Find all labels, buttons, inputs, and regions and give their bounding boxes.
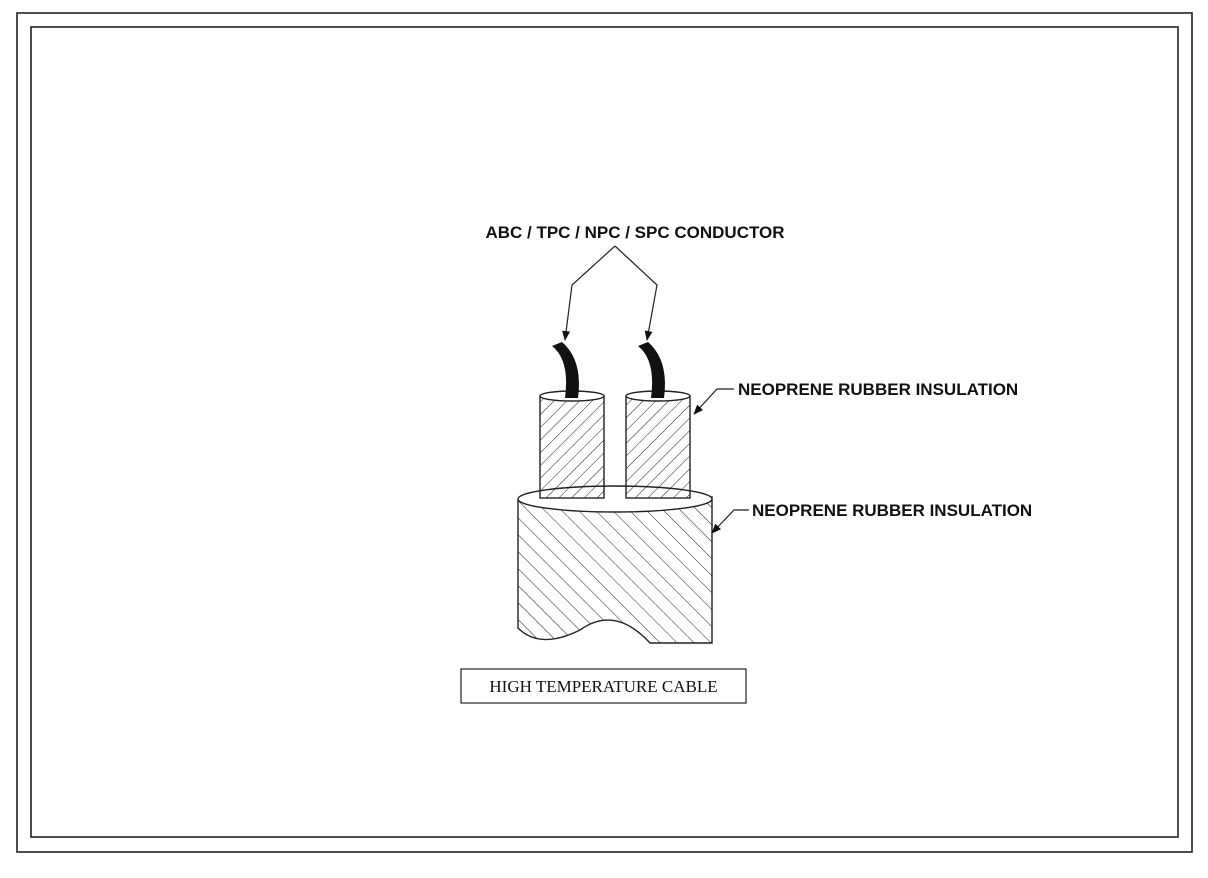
inner-insulation-leader: [693, 388, 734, 415]
outer-frame: [16, 12, 1193, 853]
left-insulated-core: [539, 390, 605, 499]
caption-box: HIGH TEMPERATURE CABLE: [460, 668, 747, 704]
conductor-leader: [562, 245, 658, 341]
outer-insulation-leader: [711, 509, 749, 534]
outer-insulation-label: NEOPRENE RUBBER INSULATION: [752, 501, 1032, 520]
inner-frame: [30, 26, 1179, 838]
caption-text: HIGH TEMPERATURE CABLE: [489, 677, 717, 696]
inner-insulation-label: NEOPRENE RUBBER INSULATION: [738, 380, 1018, 399]
left-conductor: [552, 342, 579, 398]
right-insulated-core: [625, 390, 691, 499]
right-conductor: [638, 342, 665, 398]
outer-jacket: [517, 485, 713, 644]
conductor-label: ABC / TPC / NPC / SPC CONDUCTOR: [485, 223, 784, 242]
